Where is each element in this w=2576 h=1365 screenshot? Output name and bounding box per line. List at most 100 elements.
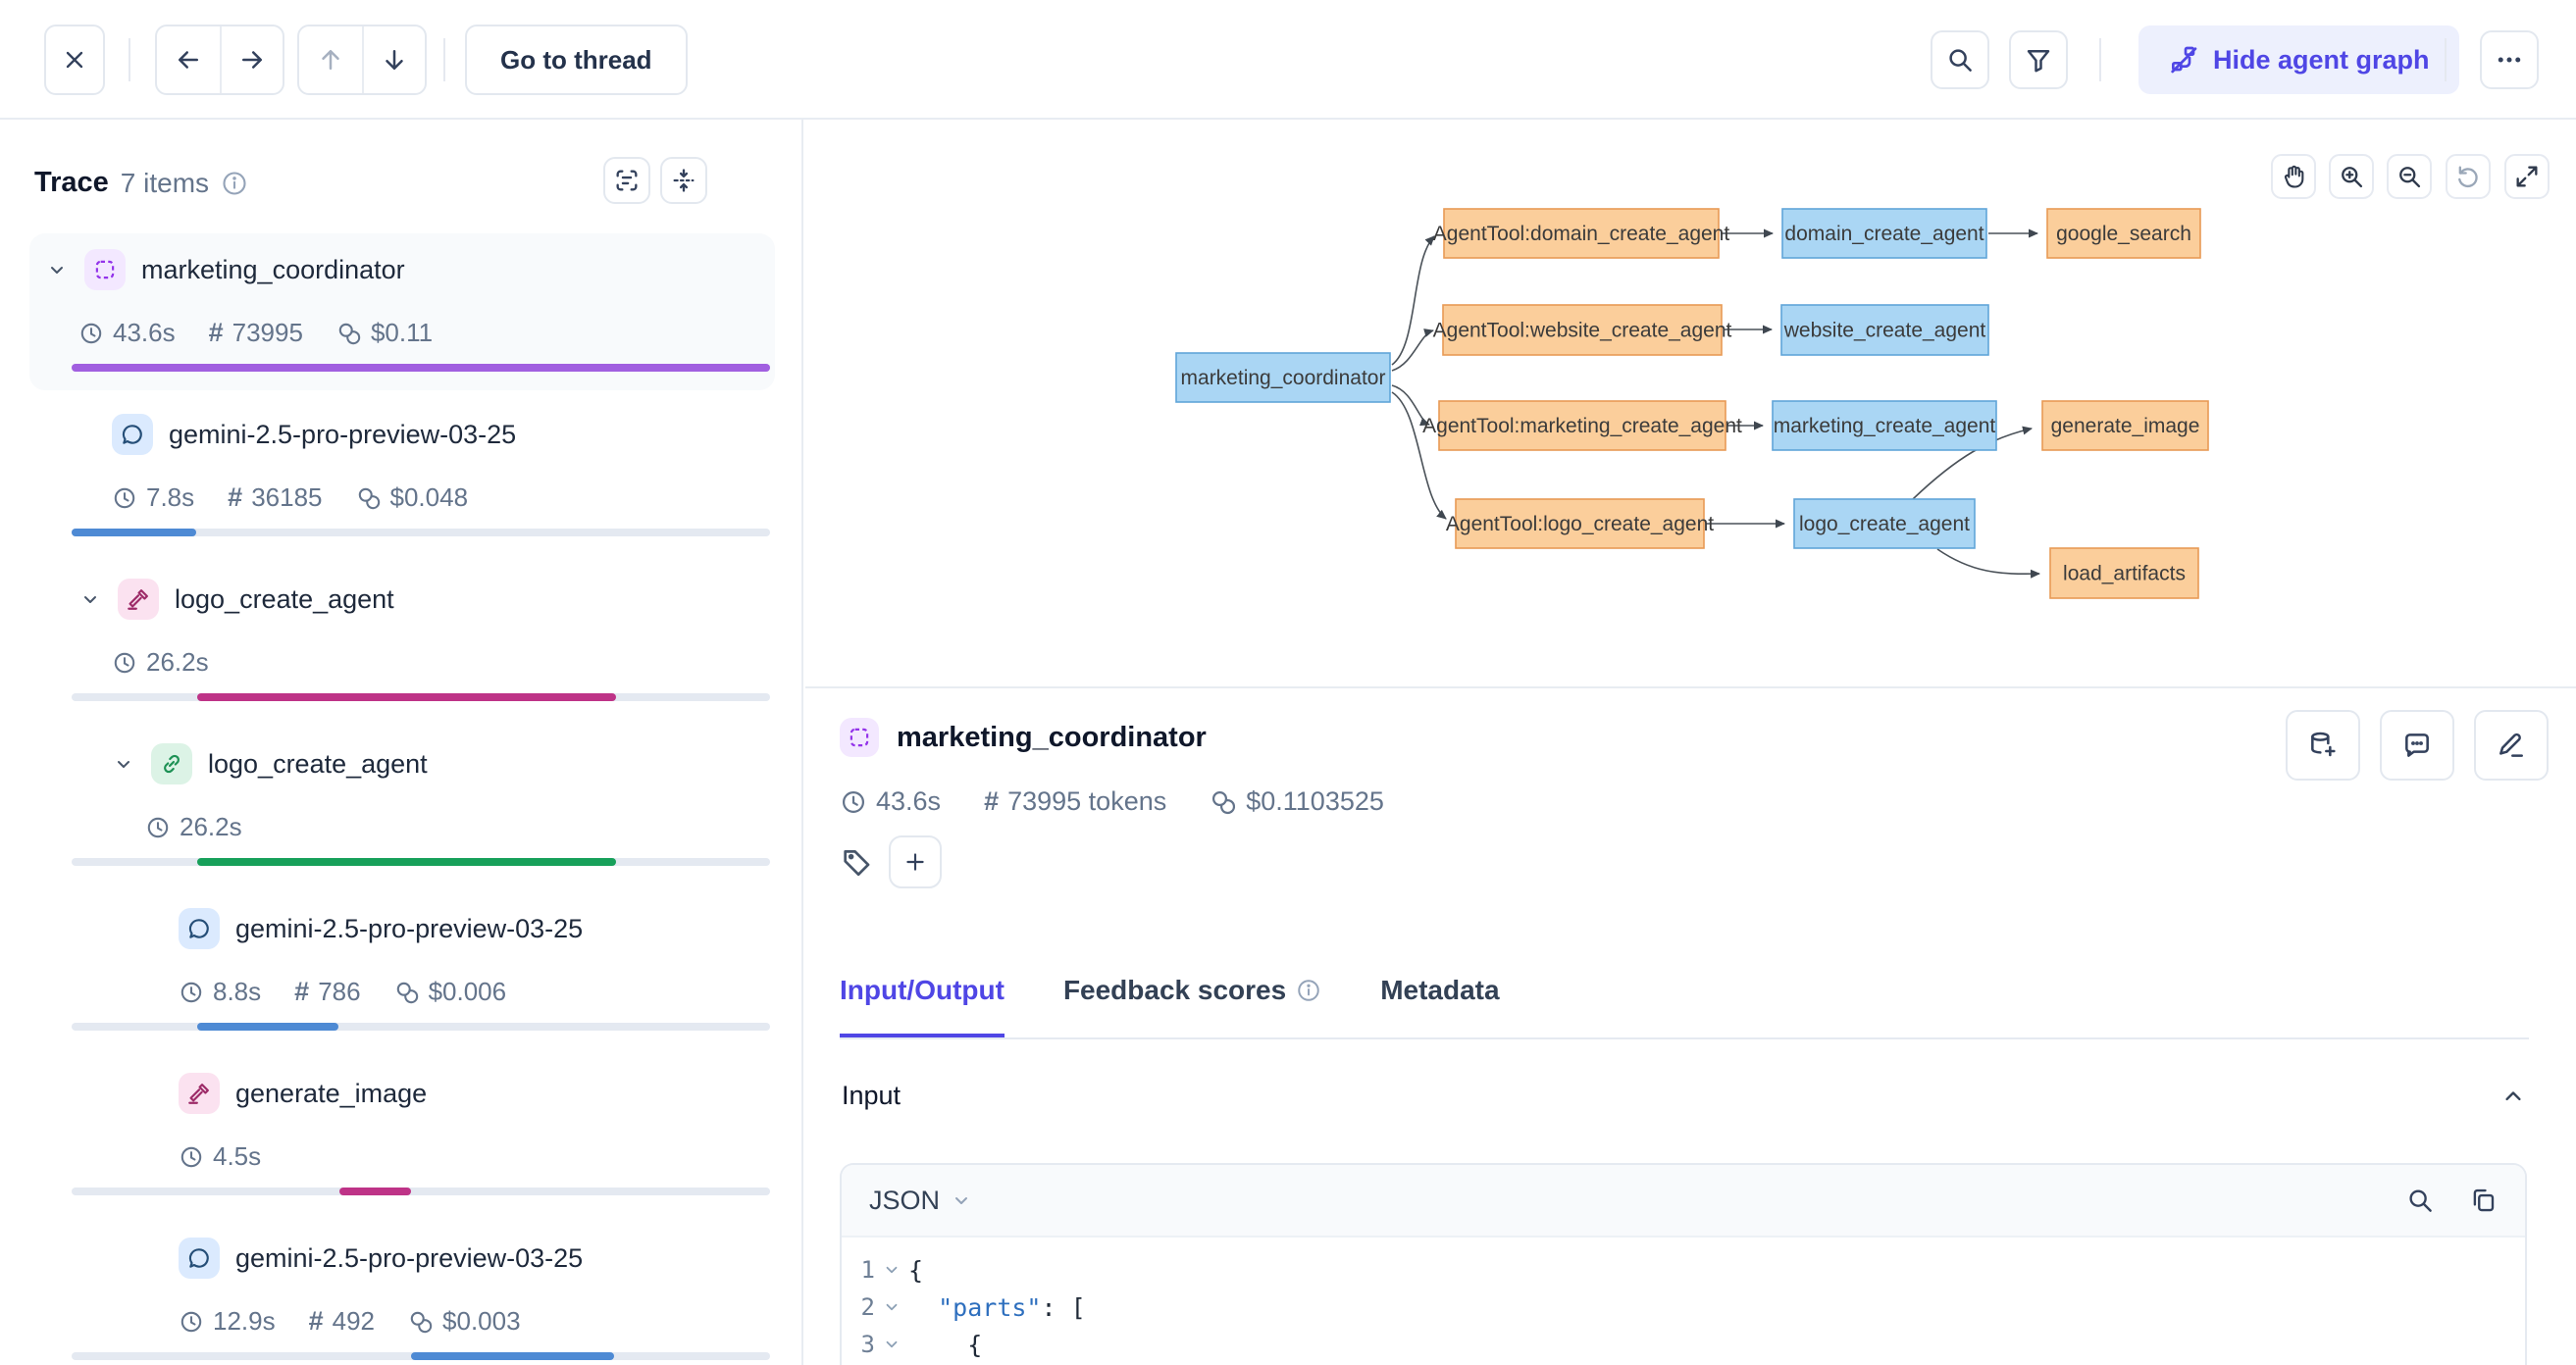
span-name: gemini-2.5-pro-preview-03-25 — [235, 1242, 584, 1273]
duration-metric: 43.6s — [840, 786, 941, 817]
graph-node-mc[interactable]: marketing_coordinator — [1175, 352, 1391, 403]
toolbar-divider — [443, 38, 445, 81]
prev-next-group — [155, 25, 284, 95]
graph-node-domain[interactable]: domain_create_agent — [1781, 208, 1987, 259]
tags-row — [840, 835, 942, 888]
graph-node-at_marketing[interactable]: AgentTool:marketing_create_agent — [1422, 400, 1742, 451]
info-icon — [1296, 978, 1321, 1003]
reset-view-button[interactable] — [2446, 154, 2491, 199]
input-section-header[interactable]: Input — [842, 1081, 2527, 1111]
copy-icon[interactable] — [2468, 1186, 2498, 1215]
filter-button[interactable] — [2009, 30, 2068, 89]
tab-metadata[interactable]: Metadata — [1380, 975, 1500, 1005]
graph-node-gen_img[interactable]: generate_image — [2041, 400, 2209, 451]
trace-title: Trace — [34, 167, 109, 198]
graph-node-google[interactable]: google_search — [2046, 208, 2201, 259]
json-code-view[interactable]: 1{2 "parts": [3 { — [842, 1238, 2525, 1363]
zoom-in-icon — [2338, 163, 2365, 190]
toolbar-divider — [2099, 38, 2101, 81]
chevron-up-icon[interactable] — [2499, 1083, 2527, 1110]
duration-metric: 4.5s — [179, 1141, 261, 1172]
add-comment-button[interactable] — [2380, 710, 2454, 781]
search-in-json-icon[interactable] — [2405, 1186, 2435, 1215]
add-tag-button[interactable] — [889, 835, 942, 888]
clock-icon — [112, 485, 137, 511]
plus-icon — [902, 849, 928, 875]
next-trace-button[interactable] — [220, 26, 283, 93]
go-to-thread-button[interactable]: Go to thread — [465, 25, 688, 95]
zoom-in-button[interactable] — [2329, 154, 2374, 199]
code-line-1: 1{ — [842, 1251, 2525, 1289]
details-title: marketing_coordinator — [897, 721, 1207, 753]
pane-divider — [805, 686, 2576, 688]
add-to-dataset-button[interactable] — [2286, 710, 2360, 781]
code-line-3: 3 { — [842, 1326, 2525, 1363]
close-button[interactable] — [44, 25, 105, 95]
graph-node-label: website_create_agent — [1783, 320, 1986, 342]
trace-icon — [84, 249, 126, 290]
fold-toggle-icon[interactable] — [875, 1298, 908, 1316]
toolbar-divider — [2445, 38, 2447, 81]
span-name: gemini-2.5-pro-preview-03-25 — [169, 419, 517, 449]
fullscreen-button[interactable] — [2504, 154, 2550, 199]
trace-details-panel: marketing_coordinator 43.6s # 73995 toke… — [805, 688, 2576, 1365]
tab-feedback-scores[interactable]: Feedback scores — [1063, 975, 1321, 1037]
graph-node-at_website[interactable]: AgentTool:website_create_agent — [1433, 304, 1732, 356]
collapse-all-button[interactable] — [660, 157, 707, 204]
graph-node-label: generate_image — [2051, 415, 2200, 437]
line-number: 3 — [860, 1331, 875, 1358]
search-spans-button[interactable] — [603, 157, 650, 204]
go-to-thread-label: Go to thread — [500, 44, 652, 75]
graph-node-at_domain[interactable]: AgentTool:domain_create_agent — [1433, 208, 1730, 259]
timeline-track — [72, 1023, 770, 1031]
info-icon — [221, 170, 248, 197]
timeline-track — [72, 529, 770, 536]
tab-input-output[interactable]: Input/Output — [840, 975, 1005, 1037]
move-down-button[interactable] — [362, 26, 425, 93]
graph-node-website[interactable]: website_create_agent — [1780, 304, 1989, 356]
pan-button[interactable] — [2271, 154, 2316, 199]
previous-trace-button[interactable] — [157, 26, 220, 93]
graph-node-label: domain_create_agent — [1784, 223, 1984, 245]
code-line-2: 2 "parts": [ — [842, 1289, 2525, 1326]
graph-node-logo[interactable]: logo_create_agent — [1793, 498, 1976, 549]
agent-graph[interactable]: marketing_coordinator AgentTool:domain_cr… — [805, 122, 2576, 686]
fold-toggle-icon[interactable] — [875, 1261, 908, 1279]
cost-metric: $0.006 — [394, 977, 506, 1007]
code-text: "parts": [ — [938, 1292, 1086, 1322]
chat-icon — [112, 414, 153, 455]
link-icon — [151, 743, 192, 784]
zoom-out-button[interactable] — [2387, 154, 2432, 199]
collapse-vertical-icon — [670, 167, 697, 194]
graph-node-at_logo[interactable]: AgentTool:logo_create_agent — [1446, 498, 1714, 549]
fold-toggle-icon[interactable] — [875, 1336, 908, 1353]
hide-agent-graph-button[interactable]: Hide agent graph — [2138, 25, 2459, 94]
edit-button[interactable] — [2474, 710, 2549, 781]
agent-graph-pane[interactable]: marketing_coordinator AgentTool:domain_cr… — [805, 122, 2576, 686]
arrow-up-icon — [316, 45, 345, 75]
graph-node-load_art[interactable]: load_artifacts — [2049, 547, 2199, 599]
graph-node-label: AgentTool:logo_create_agent — [1446, 513, 1714, 535]
search-button[interactable] — [1931, 30, 1989, 89]
format-select[interactable]: JSON — [869, 1186, 973, 1216]
graph-edge-logo-gen_img — [1912, 426, 2033, 500]
graph-node-label: AgentTool:website_create_agent — [1433, 320, 1732, 342]
timeline-bar — [197, 693, 617, 701]
arrow-left-icon — [174, 45, 203, 75]
move-up-button[interactable] — [299, 26, 362, 93]
timeline-bar — [197, 858, 617, 866]
chevron-down-icon[interactable] — [45, 258, 69, 281]
trace-icon — [840, 718, 879, 757]
more-actions-button[interactable] — [2480, 30, 2539, 89]
graph-node-marketing[interactable]: marketing_create_agent — [1772, 400, 1997, 451]
chevron-down-icon[interactable] — [112, 752, 135, 776]
graph-edge-mc-at_logo — [1391, 391, 1447, 520]
chevron-down-icon[interactable] — [78, 587, 102, 611]
